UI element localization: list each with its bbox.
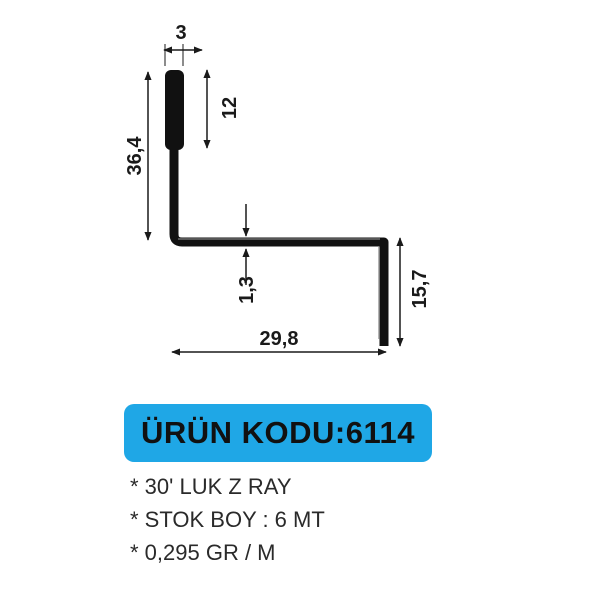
dim-height-slot: 12 — [203, 69, 241, 149]
dim-label-height-total: 36,4 — [124, 136, 146, 176]
spec-line-type: * 30' LUK Z RAY — [130, 474, 292, 499]
spec-line-length: * STOK BOY : 6 MT — [130, 507, 325, 532]
profile-top-slot — [165, 70, 184, 150]
dim-label-width-top: 3 — [175, 22, 186, 44]
dim-height-total: 36,4 — [124, 71, 152, 241]
dim-label-height-slot: 12 — [219, 97, 241, 119]
dim-thickness: 1,3 — [236, 204, 258, 304]
spec-line-weight: * 0,295 GR / M — [130, 540, 276, 565]
product-code-label: ÜRÜN KODU:6114 — [140, 415, 415, 450]
dim-width-total: 29,8 — [171, 328, 387, 356]
dim-label-thickness: 1,3 — [236, 276, 258, 304]
z-profile-shape — [165, 70, 389, 346]
dim-width-top: 3 — [163, 22, 203, 66]
dim-label-width-total: 29,8 — [260, 328, 299, 350]
spec-list: * 30' LUK Z RAY * STOK BOY : 6 MT * 0,29… — [130, 470, 325, 569]
dim-height-right: 15,7 — [396, 237, 431, 347]
dim-label-height-right: 15,7 — [409, 270, 431, 309]
product-code-badge: ÜRÜN KODU:6114 — [124, 404, 432, 462]
